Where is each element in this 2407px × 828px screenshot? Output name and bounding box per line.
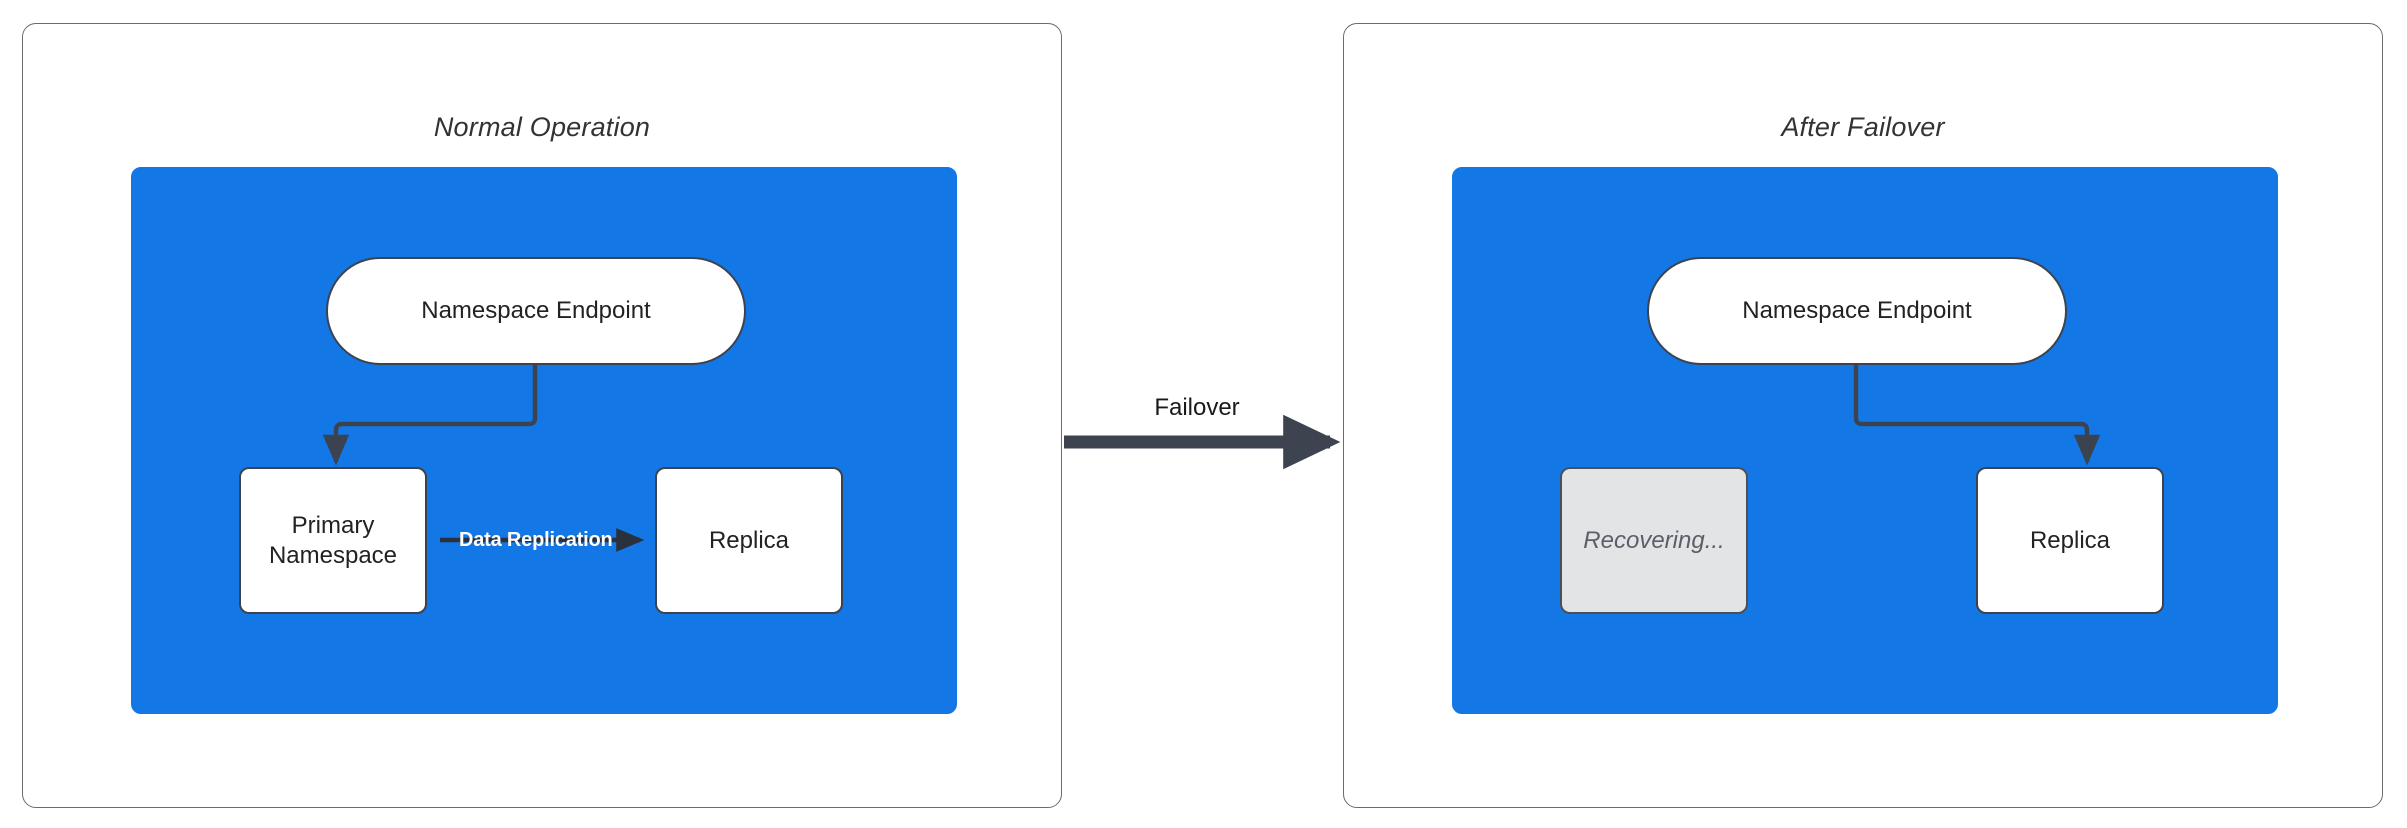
failover-label-text: Failover xyxy=(1154,394,1240,421)
node-label: Namespace Endpoint xyxy=(1742,297,1972,324)
node-replica-left[interactable]: Replica xyxy=(655,467,843,614)
edge-label-data-replication: Data Replication xyxy=(459,529,613,552)
region-box-after-failover xyxy=(1452,167,2278,714)
edge-label-text: Data Replication xyxy=(459,529,613,551)
node-namespace-endpoint-right[interactable]: Namespace Endpoint xyxy=(1647,257,2067,365)
node-namespace-endpoint-left[interactable]: Namespace Endpoint xyxy=(326,257,746,365)
node-label: Recovering... xyxy=(1583,526,1725,554)
panel-title-normal-operation: Normal Operation xyxy=(433,112,651,142)
node-label: Replica xyxy=(708,526,790,554)
panel-normal-operation: Normal Operation Namespace Endpoint Prim… xyxy=(22,23,1062,808)
panel-after-failover: After Failover Namespace Endpoint Recove… xyxy=(1343,23,2383,808)
node-replica-right[interactable]: Replica xyxy=(1976,467,2164,614)
failover-label: Failover xyxy=(1064,394,1330,422)
node-recovering[interactable]: Recovering... xyxy=(1560,467,1748,614)
node-primary-namespace[interactable]: Primary Namespace xyxy=(239,467,427,614)
node-label: Namespace Endpoint xyxy=(421,297,651,324)
node-label: Replica xyxy=(2029,526,2111,554)
panel-title-after-failover: After Failover xyxy=(1781,112,1945,142)
node-label-line2: Namespace xyxy=(268,541,398,569)
node-label-line1: Primary xyxy=(291,511,375,539)
region-box-normal-operation xyxy=(131,167,957,714)
